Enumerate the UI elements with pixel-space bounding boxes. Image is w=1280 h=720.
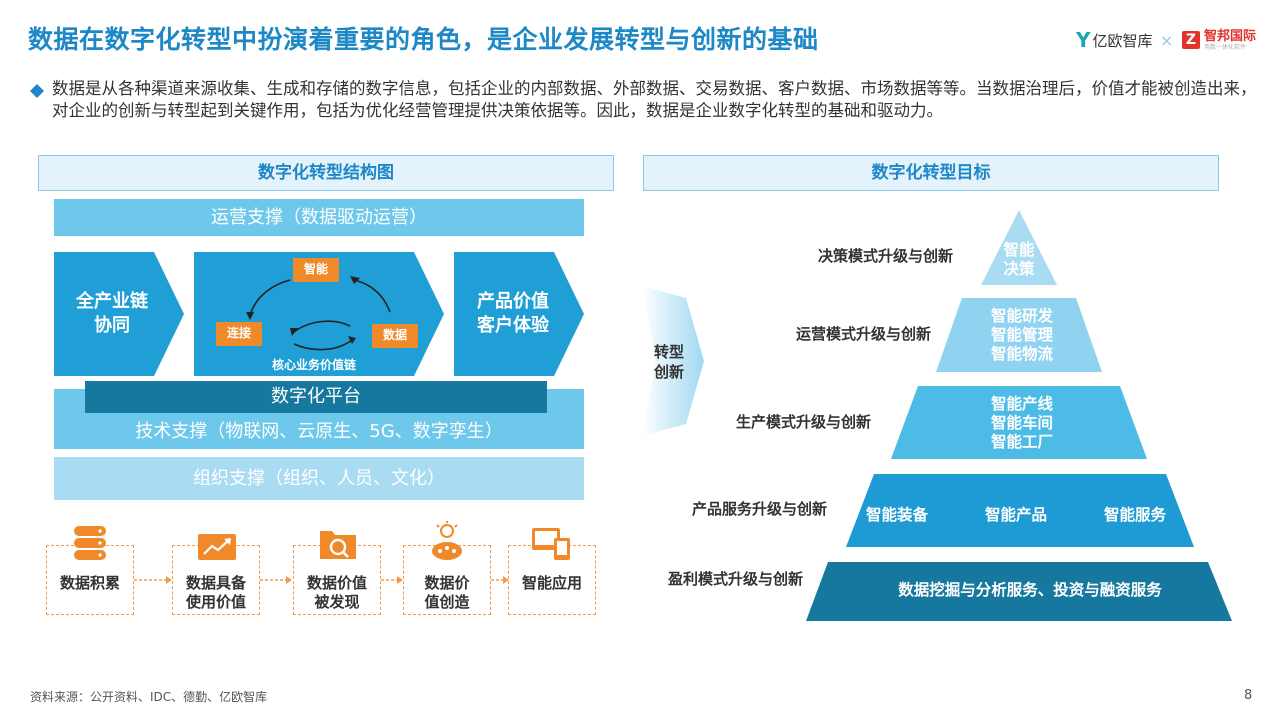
lightbulb-brain-icon [432, 521, 462, 560]
goals-pyramid [806, 210, 1232, 621]
pyramid-level-2 [936, 298, 1102, 372]
chain-right-label: 产品价值 客户体验 [458, 290, 568, 338]
level-2-item-3: 智能物流 [990, 345, 1053, 363]
level-1-item-2: 决策 [1003, 260, 1035, 278]
transform-arrow [642, 286, 704, 436]
pyramid-level-5 [806, 562, 1232, 621]
structure-heading: 数字化转型结构图 [38, 155, 614, 191]
flow-step-3: 数据价值 被发现 [293, 545, 381, 615]
chain-right-line2: 客户体验 [477, 315, 549, 336]
flow-step-3-label-line2: 被发现 [314, 593, 360, 611]
level-4-item-2: 智能产品 [984, 506, 1047, 524]
level-4-label: 产品服务升级与创新 [692, 500, 828, 518]
transform-label: 转型 创新 [654, 342, 684, 382]
flow-step-4-label-line2: 值创造 [424, 593, 470, 611]
level-5-label: 盈利模式升级与创新 [668, 570, 804, 588]
flow-step-4-label-line1: 数据价 [424, 574, 470, 592]
level-3-content: 智能产线 智能车间 智能工厂 [976, 395, 1068, 452]
database-icon [74, 526, 106, 560]
level-2-content: 智能研发 智能管理 智能物流 [976, 307, 1068, 364]
chain-right-chevron [454, 252, 584, 376]
chain-right-line1: 产品价值 [477, 291, 549, 312]
magnifier-folder-icon [320, 531, 356, 559]
chain-left-line1: 全产业链 [76, 291, 148, 312]
page-number: 8 [1244, 688, 1253, 703]
flow-step-2-label-line2: 使用价值 [185, 593, 246, 611]
level-1-content: 智能 决策 [990, 241, 1048, 279]
logo-zhibang-text: 智邦国际 [1204, 28, 1257, 44]
flow-step-3-label-line1: 数据价值 [306, 574, 367, 592]
transform-line2: 创新 [654, 363, 685, 381]
ops-support-bar: 运营支撑（数据驱动运营） [54, 199, 584, 236]
flow-step-1-label: 数据积累 [59, 574, 120, 592]
flow-arrow-2 [260, 576, 292, 584]
level-4-content: 智能装备 智能产品 智能服务 [866, 506, 1166, 525]
logo-yiou: Y 亿欧智库 [1076, 26, 1153, 54]
goals-heading: 数字化转型目标 [643, 155, 1219, 191]
yiou-logo-icon: Y [1076, 28, 1091, 52]
org-support-bar: 组织支撑（组织、人员、文化） [54, 457, 584, 500]
cycle-caption: 核心业务价值链 [271, 358, 356, 372]
level-3-label: 生产模式升级与创新 [736, 413, 872, 431]
level-3-item-1: 智能产线 [990, 395, 1053, 413]
logo-zhibang: Z 智邦国际 用数一体化软件 [1182, 26, 1256, 54]
flow-arrow-1 [134, 576, 172, 584]
level-2-item-1: 智能研发 [990, 307, 1053, 325]
zhibang-logo-icon: Z [1182, 31, 1200, 49]
flow-arrow-3 [381, 576, 403, 584]
pyramid-level-3 [891, 386, 1147, 459]
page-title: 数据在数字化转型中扮演着重要的角色，是企业发展转型与创新的基础 [28, 25, 819, 54]
logo-separator: × [1160, 30, 1174, 50]
chain-left-line2: 协同 [94, 315, 130, 336]
flow-step-2: 数据具备 使用价值 [172, 545, 260, 615]
level-5-content: 数据挖掘与分析服务、投资与融资服务 [898, 581, 1162, 599]
trend-chart-icon [198, 534, 236, 560]
flow-arrow-4 [491, 576, 509, 584]
flow-step-2-label-line1: 数据具备 [185, 574, 246, 592]
logo-zhibang-sub: 用数一体化软件 [1204, 43, 1247, 51]
level-1-item-1: 智能 [1003, 241, 1035, 259]
level-1-label: 决策模式升级与创新 [818, 247, 954, 265]
transform-line1: 转型 [654, 343, 685, 361]
digital-platform-bar: 数字化平台 [85, 381, 547, 413]
cycle-node-data: 数据 [372, 324, 418, 348]
level-3-item-3: 智能工厂 [990, 433, 1053, 451]
intro-paragraph: 数据是从各种渠道来源收集、生成和存储的数字信息，包括企业的内部数据、外部数据、交… [52, 79, 1257, 120]
logo-yiou-text: 亿欧智库 [1092, 31, 1153, 50]
pyramid-level-1 [981, 210, 1057, 285]
flow-step-5-label: 智能应用 [521, 574, 582, 592]
level-4-item-1: 智能装备 [866, 506, 929, 524]
chain-left-label: 全产业链 协同 [60, 290, 164, 338]
level-4-item-3: 智能服务 [1103, 506, 1166, 524]
level-2-item-2: 智能管理 [990, 326, 1053, 344]
level-2-label: 运营模式升级与创新 [796, 325, 932, 343]
cycle-node-connection: 连接 [216, 322, 262, 346]
diamond-bullet-icon [30, 84, 44, 98]
chain-left-chevron [54, 252, 184, 376]
level-3-item-2: 智能车间 [990, 414, 1053, 432]
cycle-node-intelligence: 智能 [293, 258, 339, 282]
devices-icon [532, 528, 570, 560]
source-note: 资料来源：公开资料、IDC、德勤、亿欧智库 [30, 690, 268, 704]
tech-support-label: 技术支撑（物联网、云原生、5G、数字孪生） [135, 421, 503, 442]
pyramid-level-4 [846, 474, 1194, 547]
